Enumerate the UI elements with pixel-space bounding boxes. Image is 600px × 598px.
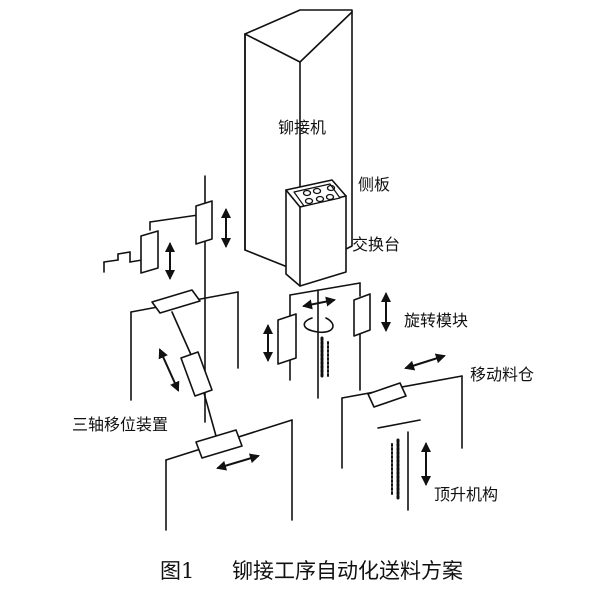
lifting-mechanism-label: 顶升机构 xyxy=(434,485,498,504)
figure-number: 图1 xyxy=(160,559,194,583)
figure-title: 铆接工序自动化送料方案 xyxy=(232,559,463,583)
rotation-module-label: 旋转模块 xyxy=(404,311,468,330)
three-axis-device-label: 三轴移位装置 xyxy=(72,415,168,434)
mobile-bin-label: 移动料仓 xyxy=(470,365,534,384)
control-panel-buttons xyxy=(302,184,336,205)
exchange-table xyxy=(285,179,347,287)
three-axis-device xyxy=(103,175,293,531)
riveter-label: 铆接机 xyxy=(278,118,326,137)
exchange-table-label: 交换台 xyxy=(352,235,400,254)
mobile-bin xyxy=(341,353,463,469)
lifting-mechanism xyxy=(391,431,431,511)
side-panel-label: 侧板 xyxy=(358,175,390,194)
figure-caption: 图1 铆接工序自动化送料方案 xyxy=(160,559,463,583)
rotation-module xyxy=(263,282,391,399)
